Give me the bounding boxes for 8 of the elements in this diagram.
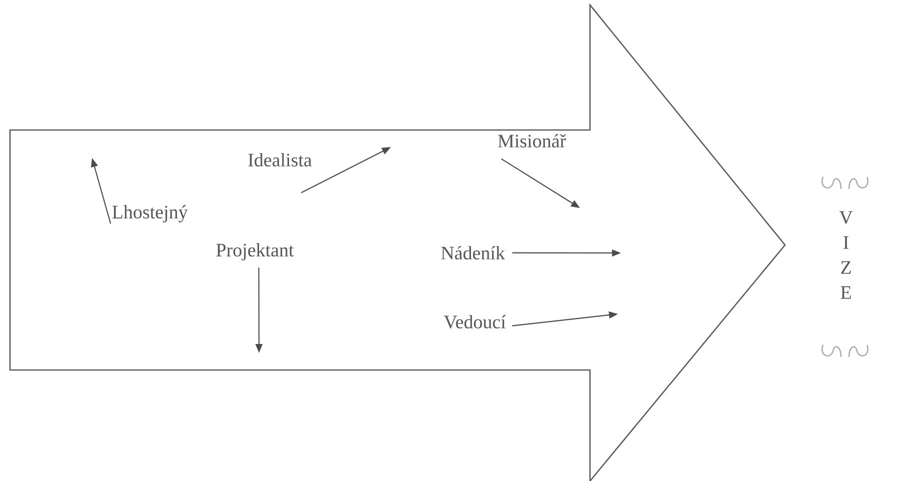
role-label: Idealista xyxy=(248,153,312,166)
role-label: Lhostejný xyxy=(112,205,188,222)
vertical-text: V I Z E xyxy=(839,211,853,299)
arrow-shape xyxy=(9,3,786,481)
role-label: Vedoucí xyxy=(444,315,506,329)
role-label: Projektant xyxy=(216,243,294,260)
role-label: Misionář xyxy=(498,134,566,148)
role-label: Nádeník xyxy=(441,246,505,260)
